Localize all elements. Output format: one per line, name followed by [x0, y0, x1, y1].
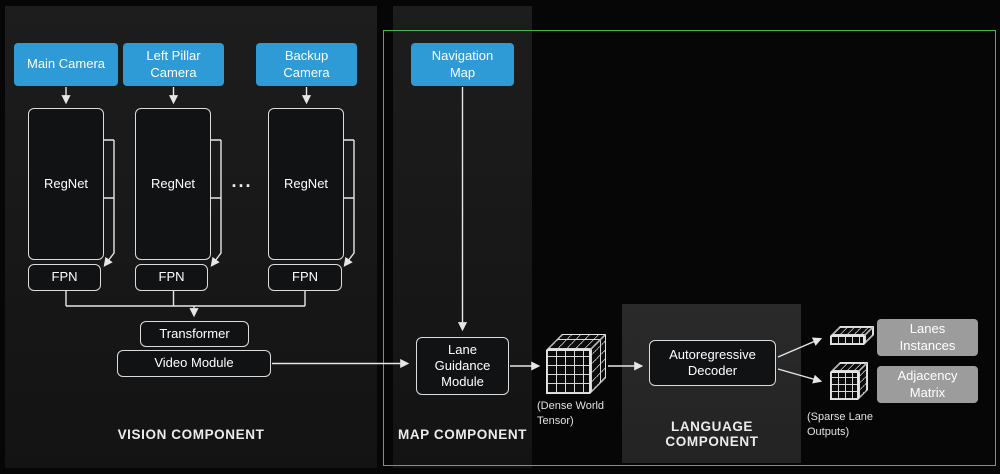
main-camera-node: Main Camera — [14, 43, 118, 86]
video-module-node: Video Module — [117, 350, 271, 377]
ellipsis: ... — [231, 171, 253, 191]
lanes-instances-tensor-icon — [830, 326, 874, 345]
left-pillar-camera-node: Left Pillar Camera — [123, 43, 224, 86]
lane-guidance-module-node: Lane Guidance Module — [416, 337, 509, 395]
language-component-label: LANGUAGE COMPONENT — [665, 419, 759, 449]
navigation-map-node: Navigation Map — [411, 43, 514, 86]
fpn-node-3: FPN — [268, 264, 342, 291]
adjacency-matrix-tensor-icon — [830, 362, 868, 400]
transformer-node: Transformer — [140, 321, 249, 347]
fpn-node-1: FPN — [28, 264, 101, 291]
adjacency-matrix-output: Adjacency Matrix — [877, 366, 978, 403]
regnet-node-2: RegNet — [135, 108, 211, 260]
fpn-node-2: FPN — [135, 264, 208, 291]
vision-component-label: VISION COMPONENT — [117, 427, 265, 442]
lanes-instances-output: Lanes Instances — [877, 319, 978, 356]
dense-world-tensor-icon — [546, 334, 606, 394]
backup-camera-node: Backup Camera — [256, 43, 357, 86]
autoregressive-decoder-node: Autoregressive Decoder — [649, 340, 776, 386]
sparse-lane-outputs-caption: (Sparse Lane Outputs) — [807, 411, 874, 438]
dense-world-tensor-caption: (Dense World Tensor) — [537, 400, 605, 427]
regnet-node-1: RegNet — [28, 108, 104, 260]
map-component-label: MAP COMPONENT — [397, 427, 528, 442]
regnet-node-3: RegNet — [268, 108, 344, 260]
